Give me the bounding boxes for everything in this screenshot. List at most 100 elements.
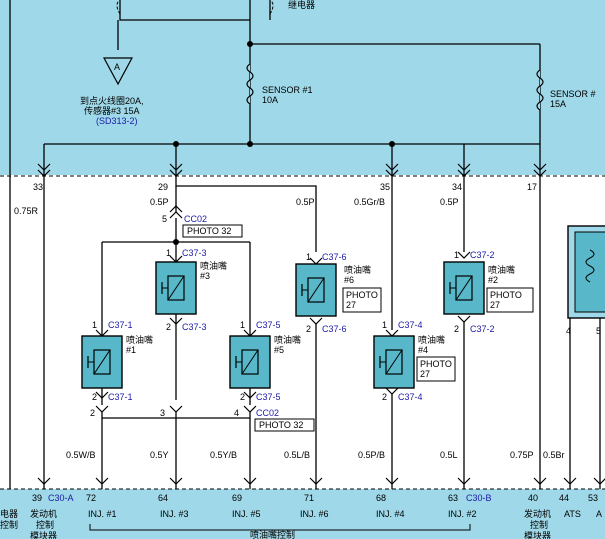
ecm2-label-1: 发动机 xyxy=(524,508,551,519)
svg-text:1: 1 xyxy=(306,252,311,262)
pin-29: 29 xyxy=(158,182,168,192)
connector-a-triangle-icon xyxy=(102,57,134,86)
svg-text:C37-5: C37-5 xyxy=(256,392,281,402)
bottom-module-area xyxy=(0,489,605,539)
svg-text:PHOTO: PHOTO xyxy=(490,290,522,300)
svg-text:CC02: CC02 xyxy=(256,408,279,418)
wire-05p-c: 0.5P xyxy=(440,197,459,207)
svg-text:3: 3 xyxy=(160,408,165,418)
left-label-2: 控制 xyxy=(0,519,18,530)
splice-bottom: 2 3 4 CC02 PHOTO 32 xyxy=(90,405,315,489)
inj4-label: INJ. #4 xyxy=(376,509,405,519)
injector-6: 1 C37-6 喷油嘴 #6 PHOTO 27 2 C37-6 xyxy=(295,252,382,489)
wire-05p-b: 0.5P xyxy=(296,197,315,207)
svg-text:2: 2 xyxy=(90,408,95,418)
fuse-sensor1 xyxy=(246,63,254,105)
pin-71: 71 xyxy=(304,493,314,503)
pin-34: 34 xyxy=(452,182,462,192)
pin-53: 53 xyxy=(588,493,598,503)
svg-text:#2: #2 xyxy=(488,275,498,285)
svg-text:C37-4: C37-4 xyxy=(398,392,423,402)
fuse-sensor2 xyxy=(536,69,544,111)
svg-text:2: 2 xyxy=(92,392,97,402)
pin-33: 33 xyxy=(33,182,43,192)
pin-69: 69 xyxy=(232,493,242,503)
inj6-label: INJ. #6 xyxy=(300,509,329,519)
wire-05y: 0.5Y xyxy=(150,450,169,460)
inj5-label: INJ. #5 xyxy=(232,509,261,519)
wire-05wb: 0.5W/B xyxy=(66,450,96,460)
injector-1: 1 C37-1 喷油嘴 #1 2 C37-1 xyxy=(81,320,153,405)
svg-text:#4: #4 xyxy=(418,345,428,355)
svg-text:PHOTO: PHOTO xyxy=(420,359,452,369)
relay-label: 继电器 xyxy=(288,0,315,10)
connector-a-letter: A xyxy=(114,62,120,72)
injector-2: 1 C37-2 喷油嘴 #2 PHOTO 27 2 C37-2 xyxy=(443,250,534,489)
svg-text:#6: #6 xyxy=(344,275,354,285)
wire-05pb: 0.5P/B xyxy=(358,450,385,460)
sensor1-rating: 10A xyxy=(262,95,278,105)
splice-n5: 5 xyxy=(162,214,167,224)
ecm-label-3: 模块器 xyxy=(30,530,57,539)
inj1-label: INJ. #1 xyxy=(88,509,117,519)
pin-68: 68 xyxy=(376,493,386,503)
svg-text:27: 27 xyxy=(490,300,500,310)
wire-05br: 0.5Br xyxy=(543,450,565,460)
pin-17: 17 xyxy=(527,182,537,192)
right-component-coil xyxy=(585,249,595,283)
photo32-top: PHOTO 32 xyxy=(187,226,231,236)
ecm-label-2: 控制 xyxy=(36,519,54,530)
svg-text:C37-6: C37-6 xyxy=(322,324,347,334)
ats-label: ATS xyxy=(564,509,581,519)
sensor1-name: SENSOR #1 xyxy=(262,85,313,95)
sensor2-name: SENSOR # xyxy=(550,89,596,99)
svg-text:C37-2: C37-2 xyxy=(470,250,495,260)
ecm2-label-2: 控制 xyxy=(530,519,548,530)
connector-c30b: C30-B xyxy=(466,493,492,503)
pin-64: 64 xyxy=(158,493,168,503)
pin-63: 63 xyxy=(448,493,458,503)
svg-text:喷油嘴: 喷油嘴 xyxy=(418,334,445,345)
wire-075r: 0.75R xyxy=(14,206,39,216)
svg-text:2: 2 xyxy=(306,324,311,334)
group-label: 喷油嘴控制 xyxy=(250,529,295,539)
pin-5: 5 xyxy=(596,326,601,336)
svg-text:C37-3: C37-3 xyxy=(182,248,207,258)
svg-text:喷油嘴: 喷油嘴 xyxy=(344,264,371,275)
wire-05p-a: 0.5P xyxy=(150,197,169,207)
svg-text:#5: #5 xyxy=(274,345,284,355)
svg-text:27: 27 xyxy=(346,300,356,310)
svg-text:2: 2 xyxy=(382,392,387,402)
svg-text:C37-4: C37-4 xyxy=(398,320,423,330)
pin-40: 40 xyxy=(528,493,538,503)
wire-05yb: 0.5Y/B xyxy=(210,450,237,460)
injector-4: 1 C37-4 喷油嘴 #4 PHOTO 27 2 C37-4 xyxy=(373,260,456,489)
pin-39: 39 xyxy=(32,493,42,503)
wire-05lb: 0.5L/B xyxy=(284,450,310,460)
ecm2-label-3: 模块器 xyxy=(524,530,551,539)
svg-text:C37-1: C37-1 xyxy=(108,392,133,402)
svg-text:1: 1 xyxy=(240,320,245,330)
svg-text:C37-2: C37-2 xyxy=(470,324,495,334)
inj3-label: INJ. #3 xyxy=(160,509,189,519)
injector-3: 1 C37-3 喷油嘴 #3 2 C37-3 xyxy=(155,248,227,332)
pin-35: 35 xyxy=(380,182,390,192)
connector-c30a: C30-A xyxy=(48,493,74,503)
cc02-top: CC02 xyxy=(184,214,207,224)
svg-text:#1: #1 xyxy=(126,345,136,355)
svg-text:C37-6: C37-6 xyxy=(322,252,347,262)
svg-text:27: 27 xyxy=(420,369,430,379)
svg-text:C37-5: C37-5 xyxy=(256,320,281,330)
svg-text:喷油嘴: 喷油嘴 xyxy=(488,264,515,275)
svg-text:1: 1 xyxy=(166,248,171,258)
svg-text:C37-1: C37-1 xyxy=(108,320,133,330)
wire-05l: 0.5L xyxy=(440,450,458,460)
svg-text:PHOTO 32: PHOTO 32 xyxy=(259,420,303,430)
note-ref: (SD313-2) xyxy=(96,116,138,126)
svg-text:喷油嘴: 喷油嘴 xyxy=(200,260,227,271)
ecm-label-1: 发动机 xyxy=(30,508,57,519)
left-label-1: 电器 xyxy=(0,508,18,519)
svg-text:1: 1 xyxy=(92,320,97,330)
note-line1: 到点火线圈20A, xyxy=(80,95,144,106)
right-component-inner xyxy=(574,231,605,313)
